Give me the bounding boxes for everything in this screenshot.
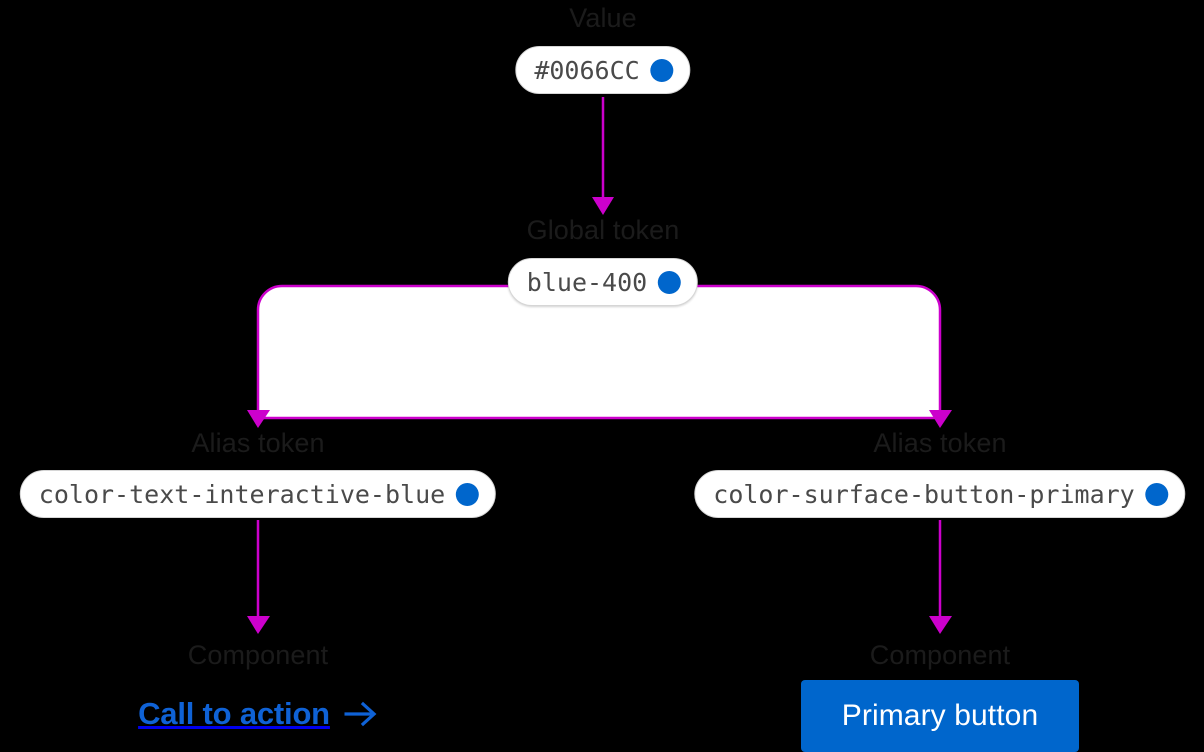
stage-label-alias-token-right: Alias token	[873, 428, 1007, 458]
color-swatch-icon	[456, 482, 480, 506]
stage-label-global-token: Global token	[526, 215, 680, 245]
color-swatch-icon	[650, 58, 674, 82]
arrowhead-global-to-alias-right	[929, 410, 952, 428]
arrowhead-global-to-alias-left	[247, 410, 270, 428]
token-pill-alias-text-interactive-blue[interactable]: color-text-interactive-blue	[19, 470, 497, 518]
token-pill-global-token[interactable]: blue-400	[507, 258, 699, 306]
token-pill-value-text: #0066CC	[534, 55, 640, 85]
token-pill-value[interactable]: #0066CC	[515, 46, 691, 94]
token-pill-alias-surface-button-primary[interactable]: color-surface-button-primary	[694, 470, 1186, 518]
token-pill-alias-left-text: color-text-interactive-blue	[38, 479, 446, 509]
color-swatch-icon	[1145, 482, 1169, 506]
token-pill-alias-right-text: color-surface-button-primary	[713, 479, 1135, 509]
arrow-right-icon	[344, 701, 378, 727]
stage-label-component-left: Component	[187, 640, 329, 670]
call-to-action-link[interactable]: Call to action	[138, 698, 378, 729]
stage-label-value: Value	[569, 3, 637, 33]
stage-label-component-right: Component	[869, 640, 1011, 670]
color-swatch-icon	[658, 270, 682, 294]
primary-button-label: Primary button	[841, 699, 1039, 732]
token-pill-global-token-text: blue-400	[526, 267, 648, 297]
primary-button[interactable]: Primary button	[801, 680, 1079, 752]
call-to-action-label: Call to action	[138, 696, 330, 731]
arrowhead-value-to-global	[592, 197, 614, 215]
arrowhead-alias-right-to-component	[929, 616, 952, 634]
stage-label-alias-token-left: Alias token	[191, 428, 325, 458]
arrowhead-alias-left-to-component	[247, 616, 270, 634]
